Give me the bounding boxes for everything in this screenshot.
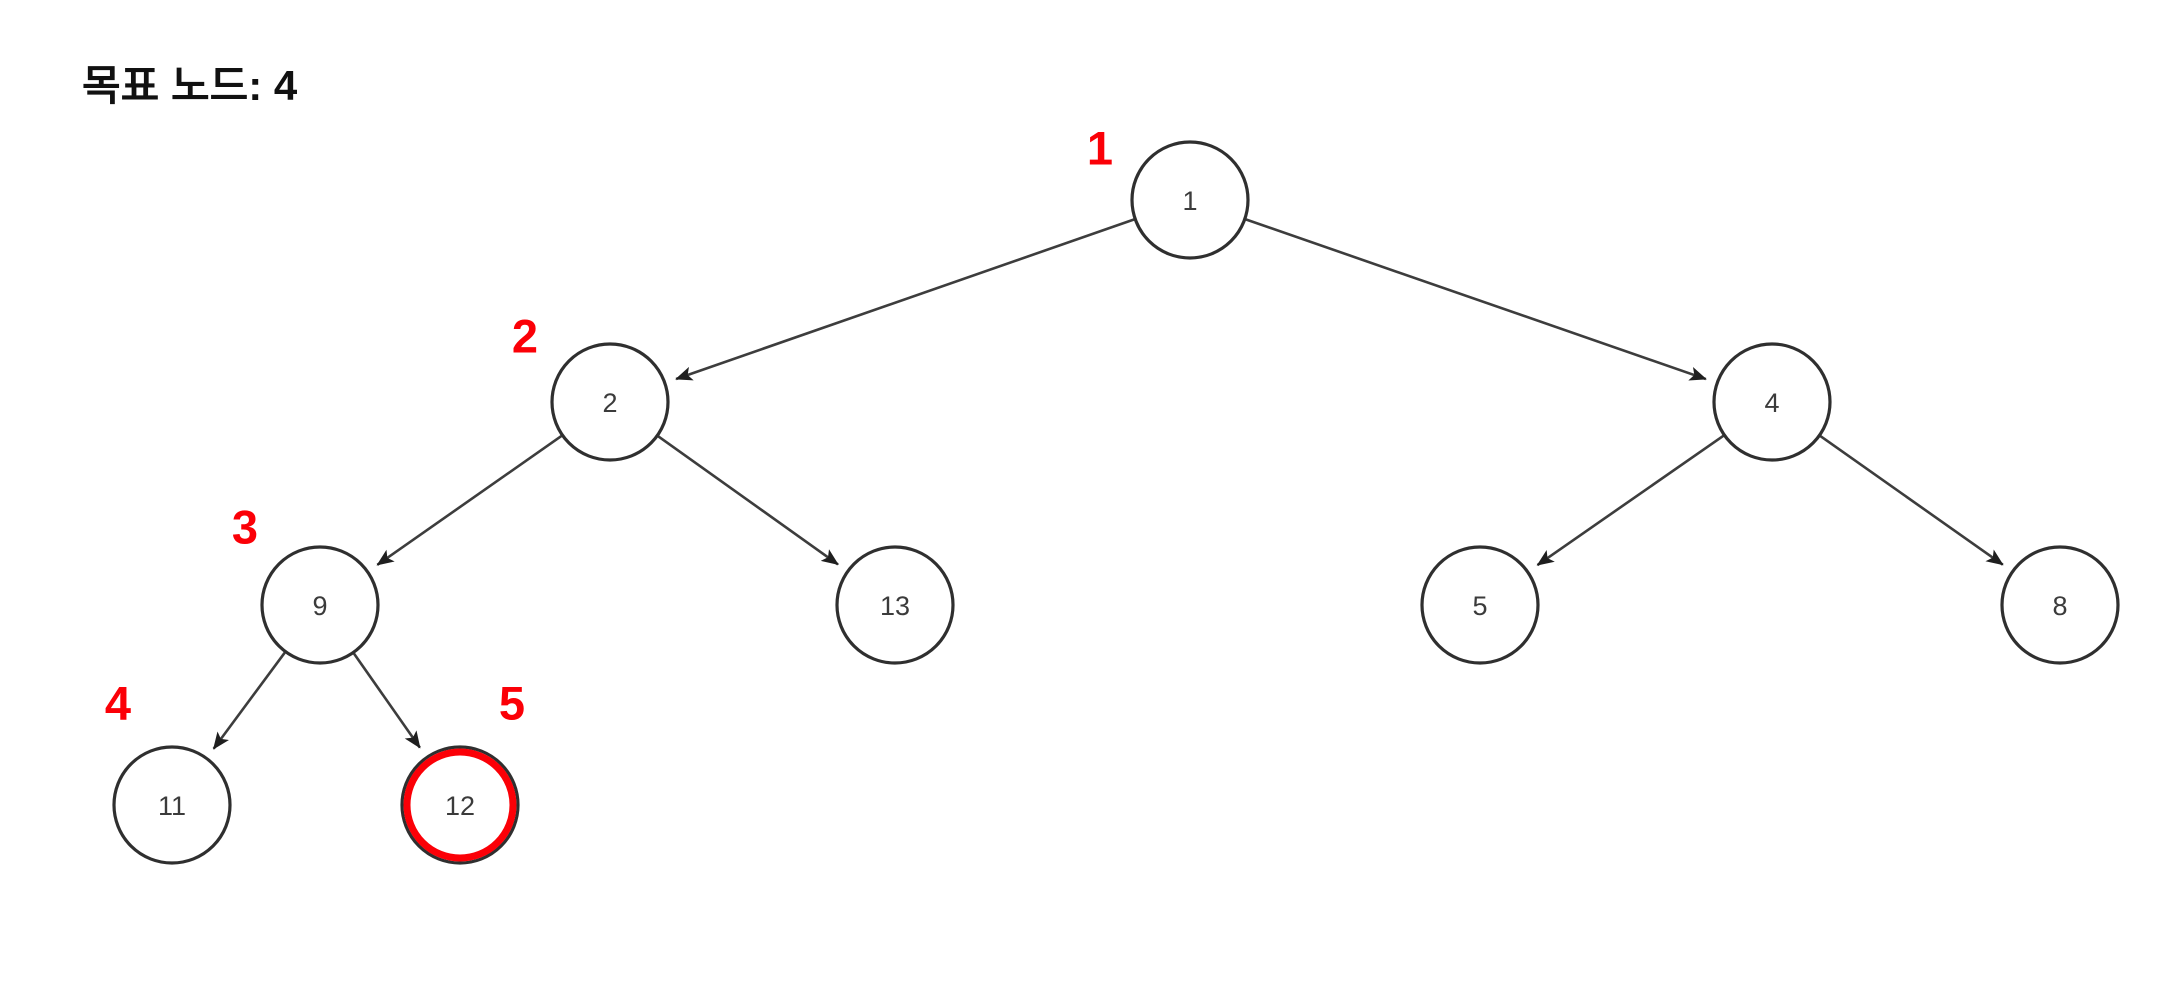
node-label-2: 2 — [602, 388, 617, 418]
edge-9-to-11 — [212, 651, 286, 750]
tree-node-1[interactable]: 1 — [1130, 140, 1250, 260]
node-circle-9 — [260, 545, 380, 665]
page-title: 목표 노드: 4 — [82, 62, 298, 109]
tree-node-4[interactable]: 4 — [1712, 342, 1832, 462]
node-label-13: 13 — [880, 591, 910, 621]
node-label-8: 8 — [2052, 591, 2067, 621]
node-circle-8 — [2000, 545, 2120, 665]
node-label-12: 12 — [445, 791, 475, 821]
node-circle-11 — [112, 745, 232, 865]
tree-node-11[interactable]: 11 — [112, 745, 232, 865]
tree-node-8[interactable]: 8 — [2000, 545, 2120, 665]
tree-node-12[interactable]: 12 — [400, 745, 520, 865]
node-label-4: 4 — [1764, 388, 1779, 418]
highlight-ring-icon-12 — [403, 748, 517, 862]
tree-node-13[interactable]: 13 — [835, 545, 955, 665]
node-label-11: 11 — [158, 791, 186, 821]
node-label-9: 9 — [312, 591, 327, 621]
edge-4-to-5 — [1536, 434, 1725, 567]
edge-9-to-12 — [352, 652, 421, 749]
edge-2-to-9 — [376, 434, 563, 566]
visit-order-label-2: 2 — [512, 310, 538, 363]
visit-order-label-9: 3 — [232, 501, 258, 554]
edge-2-to-13 — [657, 435, 839, 566]
node-circle-4 — [1712, 342, 1832, 462]
node-circle-13 — [835, 545, 955, 665]
node-label-1: 1 — [1182, 186, 1197, 216]
node-label-5: 5 — [1472, 591, 1487, 621]
tree-node-2[interactable]: 2 — [550, 342, 670, 462]
visit-order-label-11: 4 — [105, 677, 131, 730]
visit-order-label-12: 5 — [499, 677, 525, 730]
node-circle-5 — [1420, 545, 1540, 665]
edge-1-to-4 — [1245, 218, 1707, 381]
node-circle-2 — [550, 342, 670, 462]
order-labels-layer: 1 2 3 4 5 — [105, 122, 1113, 730]
tree-node-9[interactable]: 9 — [260, 545, 380, 665]
node-circle-1 — [1130, 140, 1250, 260]
tree-node-5[interactable]: 5 — [1420, 545, 1540, 665]
edge-1-to-2 — [675, 218, 1135, 381]
node-circle-12 — [400, 745, 520, 865]
visit-order-label-1: 1 — [1087, 122, 1113, 175]
edges-layer — [212, 218, 2004, 750]
edge-4-to-8 — [1819, 434, 2004, 566]
